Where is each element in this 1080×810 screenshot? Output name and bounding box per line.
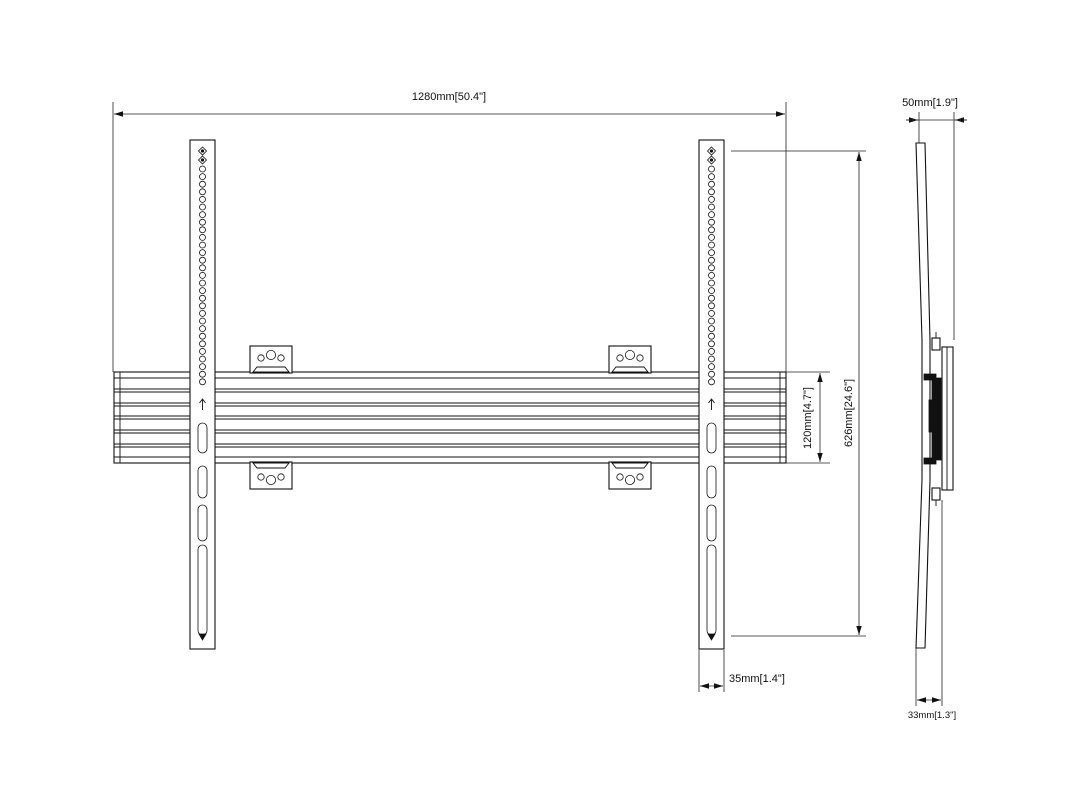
mounting-hole <box>708 180 715 188</box>
mounting-hole <box>708 340 715 348</box>
wall-bracket-top-left <box>249 345 293 374</box>
mounting-hole <box>708 363 715 371</box>
mounting-hole <box>708 287 715 295</box>
wall-bracket-bottom-left <box>249 461 293 490</box>
mounting-hole <box>708 249 715 257</box>
mounting-hole <box>199 317 206 325</box>
mounting-hole <box>199 279 206 287</box>
mounting-hole <box>199 203 206 211</box>
mounting-hole <box>708 203 715 211</box>
mounting-hole <box>199 218 206 226</box>
mounting-hole <box>199 195 206 203</box>
mounting-hole <box>199 340 206 348</box>
mounting-hole <box>708 347 715 355</box>
mounting-hole <box>708 271 715 279</box>
mounting-hole <box>708 355 715 363</box>
mounting-hole-center <box>709 149 714 153</box>
arm-width-dimension: 35mm[1.4"] <box>698 650 785 692</box>
mounting-hole <box>708 325 715 333</box>
overall-height-dimension: 626mm[24.6"] <box>731 150 866 637</box>
mounting-hole <box>708 332 715 340</box>
mounting-hole <box>708 165 715 173</box>
mounting-hole <box>199 363 206 371</box>
mounting-hole <box>708 279 715 287</box>
mounting-hole <box>199 188 206 196</box>
mounting-hole <box>708 211 715 219</box>
rail-height-label: 120mm[4.7"] <box>802 387 814 449</box>
mounting-hole <box>199 378 206 386</box>
mounting-hole <box>199 264 206 272</box>
mounting-hole <box>708 188 715 196</box>
side-depth-min-label: 33mm[1.3"] <box>908 710 956 721</box>
mounting-hole <box>199 173 206 181</box>
mounting-hole-center <box>709 158 714 162</box>
vertical-arm-right <box>698 139 725 650</box>
mounting-hole <box>199 287 206 295</box>
mounting-hole <box>199 211 206 219</box>
mounting-hole <box>199 241 206 249</box>
mounting-hole <box>708 233 715 241</box>
side-wall-plate <box>923 332 954 506</box>
mounting-hole <box>708 256 715 264</box>
mounting-hole <box>199 355 206 363</box>
mounting-hole-center <box>200 158 205 162</box>
mounting-hole <box>708 317 715 325</box>
mounting-hole <box>708 294 715 302</box>
mounting-hole <box>199 370 206 378</box>
side-view: 50mm[1.9"] 33mm[1.3"] <box>902 97 967 721</box>
mounting-hole <box>199 325 206 333</box>
side-arm-profile <box>915 142 931 649</box>
mounting-hole <box>708 378 715 386</box>
mounting-hole <box>199 256 206 264</box>
rail-height-dimension: 120mm[4.7"] <box>786 371 830 464</box>
mounting-hole <box>199 302 206 310</box>
mounting-hole-center <box>200 149 205 153</box>
mounting-hole <box>199 271 206 279</box>
side-depth-min-dimension: 33mm[1.3"] <box>908 500 956 721</box>
mounting-hole <box>199 226 206 234</box>
overall-width-dimension: 1280mm[50.4"] <box>112 91 787 372</box>
mounting-hole <box>708 370 715 378</box>
arm-width-label: 35mm[1.4"] <box>729 673 785 685</box>
mounting-hole <box>199 180 206 188</box>
mounting-hole <box>708 226 715 234</box>
side-depth-max-label: 50mm[1.9"] <box>902 97 958 109</box>
mounting-hole <box>708 218 715 226</box>
mounting-hole <box>199 347 206 355</box>
mounting-hole <box>199 294 206 302</box>
mounting-hole <box>708 195 715 203</box>
front-view: 1280mm[50.4"] <box>112 91 866 692</box>
mounting-hole <box>199 165 206 173</box>
mounting-hole <box>199 233 206 241</box>
mounting-hole <box>708 241 715 249</box>
mounting-hole <box>199 249 206 257</box>
mounting-hole <box>199 309 206 317</box>
side-depth-max-dimension: 50mm[1.9"] <box>902 97 967 340</box>
mounting-hole <box>708 302 715 310</box>
mounting-hole <box>199 332 206 340</box>
mounting-hole <box>708 264 715 272</box>
vertical-arm-left <box>189 139 216 650</box>
mounting-hole <box>708 173 715 181</box>
mounting-hole <box>708 309 715 317</box>
wall-bracket-top-right <box>608 345 652 374</box>
wall-bracket-bottom-right <box>608 461 652 490</box>
overall-width-label: 1280mm[50.4"] <box>412 91 486 103</box>
wall-rail <box>113 371 787 464</box>
overall-height-label: 626mm[24.6"] <box>843 379 855 447</box>
